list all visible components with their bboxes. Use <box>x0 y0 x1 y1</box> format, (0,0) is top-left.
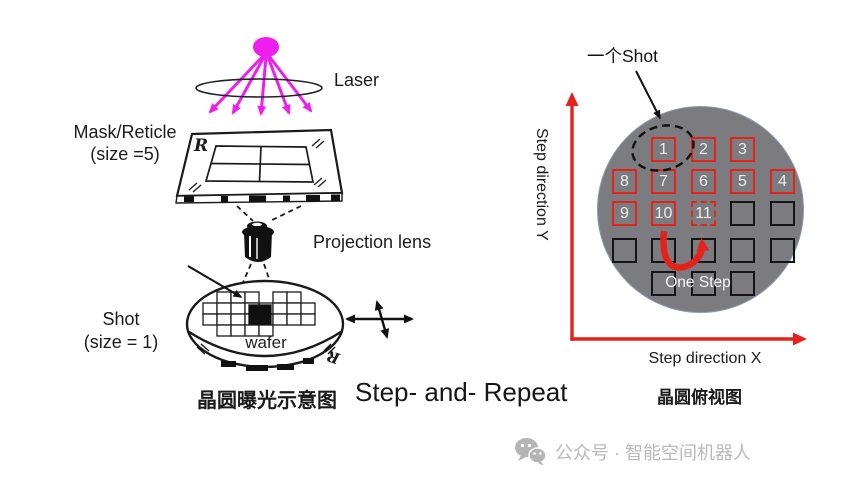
projection-lens-drawing <box>242 221 274 262</box>
page-title: Step- and- Repeat <box>355 377 568 407</box>
step-direction-x-label: Step direction X <box>648 350 762 367</box>
reticle-letter: R <box>194 136 209 156</box>
wafer-shot-cell: 6 <box>691 169 716 194</box>
wafer-shot-cell <box>612 238 637 263</box>
wafer-shot-cell: 7 <box>651 169 676 194</box>
wafer-shot-cell: 11 <box>691 201 716 226</box>
wafer-drawing <box>185 279 345 371</box>
wafer-shot-cell: 8 <box>612 169 637 194</box>
wafer-shot-cell <box>730 201 755 226</box>
one-shot-arrow <box>635 70 661 120</box>
mask-reticle-label-line1: Mask/Reticle <box>73 122 177 142</box>
shot-pointer-arrow <box>187 265 243 298</box>
wafer-shot-cell <box>651 238 676 263</box>
wafer-shot-cell: 5 <box>730 169 755 194</box>
mask-reticle-drawing <box>175 128 344 204</box>
wafer-shot-cell <box>730 238 755 263</box>
watermark-text: 公众号 · 智能空间机器人 <box>555 442 751 463</box>
wafer-shot-cell <box>770 238 795 263</box>
laser-beams <box>208 54 313 116</box>
mask-reticle-label: Mask/Reticle (size =5) <box>62 121 188 165</box>
one-step-label: One Step <box>665 274 731 291</box>
laser-label: Laser <box>334 70 380 90</box>
wafer-label: wafer <box>245 333 287 352</box>
wafer-shot-cell: 1 <box>651 137 676 162</box>
left-diagram-caption: 晶圆曝光示意图 <box>197 390 337 412</box>
wafer-shot-cell <box>770 201 795 226</box>
one-shot-label: 一个Shot <box>587 46 658 66</box>
wafer-shot-cell: 10 <box>651 201 676 226</box>
wafer-shot-cell: 4 <box>770 169 795 194</box>
shot-label-line2: (size = 1) <box>83 332 159 352</box>
wafer-shot-cell: 9 <box>612 201 637 226</box>
right-diagram-caption: 晶圆俯视图 <box>657 388 742 407</box>
light-cone-upper <box>236 205 302 222</box>
wafer-shot-cell <box>691 238 716 263</box>
projection-lens-label: Projection lens <box>313 232 432 252</box>
wafer-shot-cell: 3 <box>730 137 755 162</box>
stage-movement-arrows-icon <box>345 300 414 339</box>
condenser-lens-ellipse <box>195 78 323 98</box>
laser-source-icon <box>253 37 279 57</box>
light-cone-lower <box>233 263 279 306</box>
shot-label-line1: Shot <box>102 309 140 329</box>
shot-label: Shot (size = 1) <box>67 308 175 354</box>
wafer-shot-cell <box>730 271 755 296</box>
wafer-letter: R <box>324 346 342 368</box>
wafer-shot-cell <box>691 271 716 296</box>
wafer-shot-cell: 2 <box>691 137 716 162</box>
mask-reticle-label-line2: (size =5) <box>90 144 160 164</box>
wechat-icon <box>515 438 547 466</box>
wafer-shot-cell <box>651 271 676 296</box>
step-direction-y-label: Step direction Y <box>533 128 550 241</box>
watermark: 公众号 · 智能空间机器人 <box>514 437 751 466</box>
